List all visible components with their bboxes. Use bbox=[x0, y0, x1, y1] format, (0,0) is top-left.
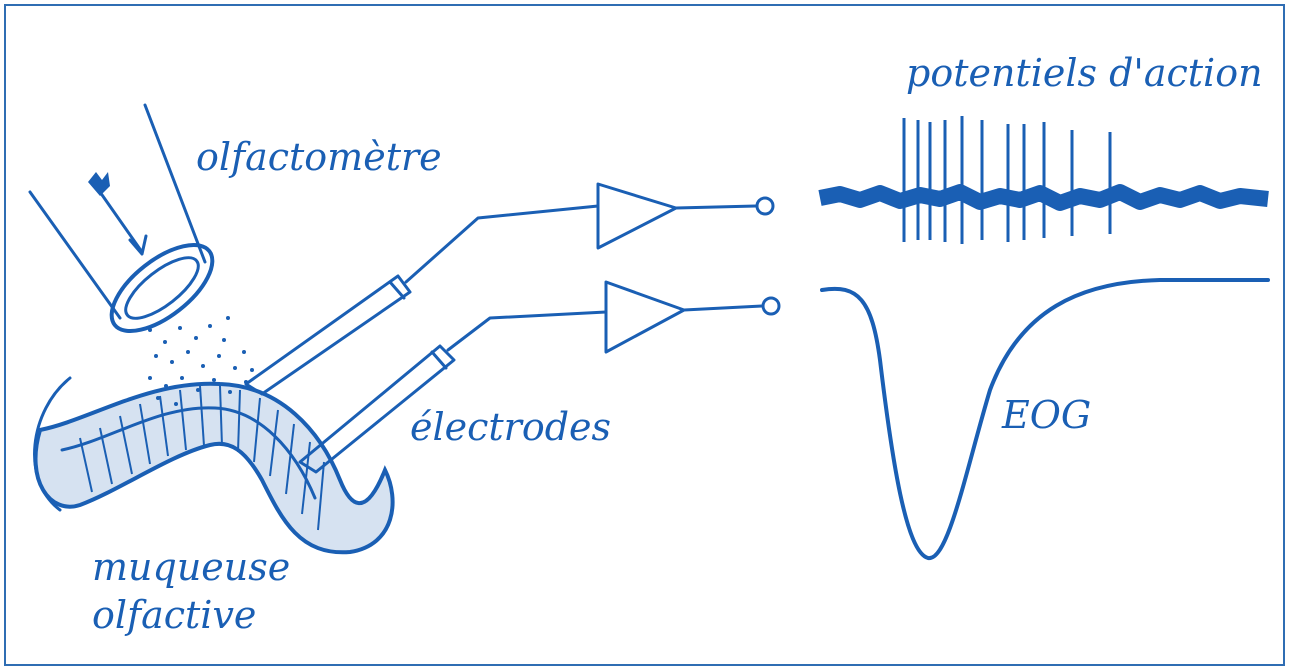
mucosa-label-line1: muqueuse bbox=[92, 545, 290, 589]
electrodes-label: électrodes bbox=[410, 405, 611, 449]
electrode-upper bbox=[244, 204, 600, 396]
diagram-frame bbox=[4, 4, 1285, 666]
odor-particles bbox=[148, 316, 254, 406]
mucosa-label-line2: olfactive bbox=[92, 593, 256, 637]
action-potentials-trace bbox=[818, 116, 1269, 244]
olfactometer-label: olfactomètre bbox=[196, 135, 442, 179]
action-potentials-label: potentiels d'action bbox=[906, 51, 1263, 95]
amplifier-upper bbox=[596, 182, 775, 250]
electrode-lower bbox=[298, 310, 608, 474]
olfactometer-tube bbox=[28, 103, 215, 334]
eog-label: EOG bbox=[1001, 393, 1091, 437]
olfactory-mucosa bbox=[33, 376, 395, 555]
amplifier-lower bbox=[604, 280, 781, 354]
eog-trace bbox=[820, 278, 1270, 560]
odor-arrow bbox=[88, 172, 148, 256]
